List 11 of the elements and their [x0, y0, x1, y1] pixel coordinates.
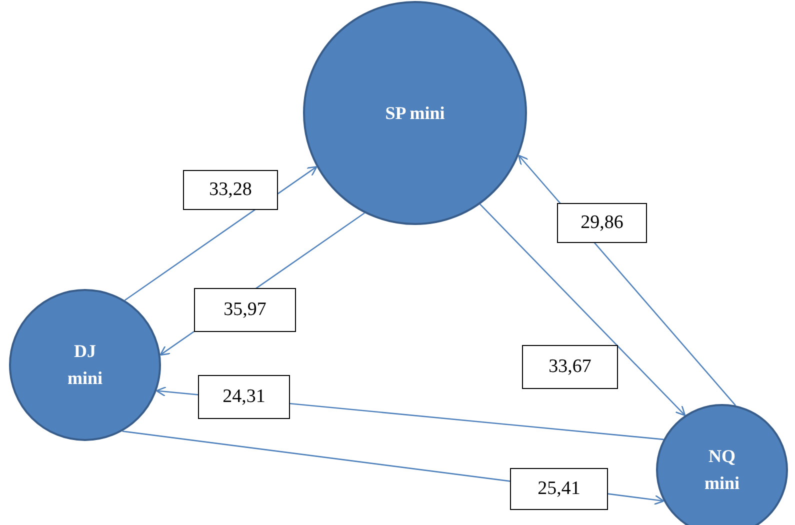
node-label: DJ mini: [66, 340, 104, 390]
node-label: NQ mini: [703, 445, 740, 495]
edge-label: 33,28: [183, 170, 278, 210]
edge-label: 29,86: [557, 203, 647, 243]
edge-label: 33,67: [522, 345, 618, 389]
arrow: [480, 204, 686, 416]
edge-label: 25,41: [510, 468, 608, 510]
edge-label: 35,97: [194, 288, 296, 332]
edge-label: 24,31: [198, 375, 290, 419]
arrow: [124, 166, 318, 301]
node-label: SP mini: [385, 102, 445, 124]
